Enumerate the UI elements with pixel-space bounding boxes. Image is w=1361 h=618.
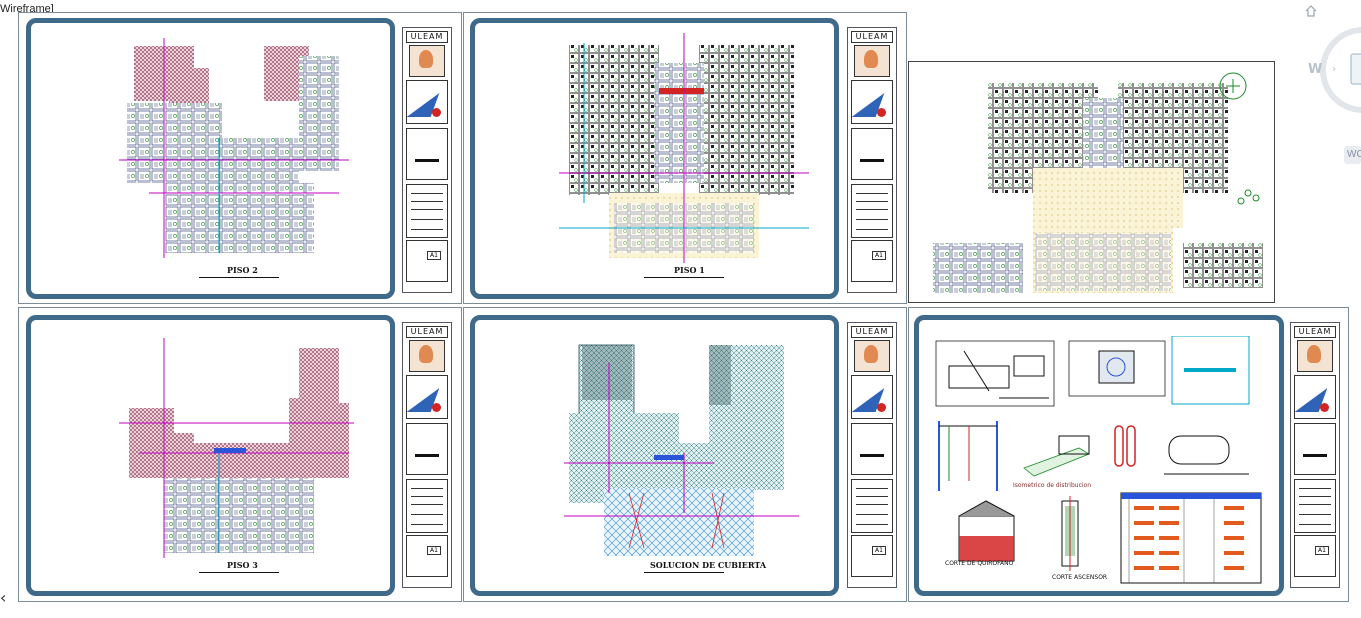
title-block: ULEAM A1 bbox=[847, 322, 897, 588]
sheet-piso1[interactable]: PISO 1 ULEAM A1 bbox=[463, 12, 907, 304]
university-seal-icon bbox=[409, 45, 445, 77]
scale-bar bbox=[644, 277, 724, 278]
isometric-label: Isometrico de distribucion bbox=[1013, 482, 1092, 489]
titleblock-header: ULEAM bbox=[851, 326, 893, 338]
viewcube[interactable] bbox=[1318, 20, 1361, 120]
floor-plan-piso3[interactable] bbox=[119, 338, 359, 558]
north-arrow-box bbox=[1294, 423, 1336, 475]
floor-plan-piso2[interactable] bbox=[109, 38, 359, 263]
university-seal-icon bbox=[1297, 340, 1333, 372]
sheet-title: PISO 2 bbox=[227, 265, 258, 275]
titleblock-header: ULEAM bbox=[406, 326, 448, 338]
site-plan-sheet[interactable] bbox=[908, 61, 1275, 303]
faculty-logo-icon bbox=[851, 80, 893, 124]
compass-arrow-icon: › bbox=[1332, 64, 1336, 75]
site-plan[interactable] bbox=[923, 68, 1273, 300]
sheet-piso2[interactable]: PISO 2 ULEAM A1 bbox=[18, 12, 462, 304]
home-icon[interactable] bbox=[1304, 4, 1318, 18]
title-block: ULEAM A1 bbox=[1290, 322, 1340, 588]
sheet-size: A1 bbox=[1315, 546, 1329, 555]
university-seal-icon bbox=[854, 340, 890, 372]
detail-drawings[interactable] bbox=[929, 336, 1269, 586]
info-table bbox=[406, 184, 448, 238]
faculty-logo-icon bbox=[406, 375, 448, 419]
north-arrow-box bbox=[406, 423, 448, 475]
sheet-info: A1 bbox=[1294, 535, 1336, 577]
info-table bbox=[851, 479, 893, 533]
sheet-cubierta[interactable]: SOLUCION DE CUBIERTA ULEAM A1 bbox=[463, 307, 907, 602]
roof-plan[interactable] bbox=[564, 343, 804, 558]
wcs-label: WC bbox=[1347, 149, 1361, 160]
titleblock-header: ULEAM bbox=[406, 31, 448, 43]
title-block: ULEAM A1 bbox=[402, 322, 452, 588]
info-table bbox=[1294, 479, 1336, 533]
university-seal-icon bbox=[409, 340, 445, 372]
scale-bar bbox=[199, 572, 279, 573]
info-table bbox=[851, 184, 893, 238]
north-arrow-box bbox=[406, 128, 448, 180]
sheet-size: A1 bbox=[427, 251, 441, 260]
university-seal-icon bbox=[854, 45, 890, 77]
sheet-piso3[interactable]: PISO 3 ULEAM A1 bbox=[18, 307, 462, 602]
floor-plan-piso1[interactable] bbox=[559, 33, 809, 263]
title-block: ULEAM A1 bbox=[847, 27, 897, 293]
faculty-logo-icon bbox=[1294, 375, 1336, 419]
info-table bbox=[406, 479, 448, 533]
title-block: ULEAM A1 bbox=[402, 27, 452, 293]
sheet-details[interactable]: Isometrico de distribucion CORTE DE QUIR… bbox=[908, 307, 1349, 602]
sheet-size: A1 bbox=[872, 546, 886, 555]
titleblock-header: ULEAM bbox=[851, 31, 893, 43]
sheet-title: PISO 3 bbox=[227, 560, 258, 570]
scroll-left-icon[interactable]: ‹ bbox=[0, 588, 7, 607]
wcs-menu[interactable]: WC bbox=[1344, 146, 1361, 164]
sheet-size: A1 bbox=[872, 251, 886, 260]
scale-bar bbox=[644, 572, 724, 573]
sheet-title: PISO 1 bbox=[674, 265, 705, 275]
faculty-logo-icon bbox=[851, 375, 893, 419]
viewcube-compass-label[interactable]: W bbox=[1308, 62, 1323, 77]
sheet-size: A1 bbox=[427, 546, 441, 555]
sheet-info: A1 bbox=[851, 535, 893, 577]
sheet-title: SOLUCION DE CUBIERTA bbox=[650, 560, 767, 570]
scale-bar bbox=[199, 277, 279, 278]
faculty-logo-icon bbox=[406, 80, 448, 124]
quirofano-label: CORTE DE QUIROFANO bbox=[945, 560, 1014, 567]
north-arrow-box bbox=[851, 423, 893, 475]
north-arrow-box bbox=[851, 128, 893, 180]
ascensor-label: CORTE ASCENSOR bbox=[1052, 574, 1108, 581]
sheet-info: A1 bbox=[406, 240, 448, 282]
sheet-info: A1 bbox=[851, 240, 893, 282]
sheet-info: A1 bbox=[406, 535, 448, 577]
titleblock-header: ULEAM bbox=[1294, 326, 1336, 338]
